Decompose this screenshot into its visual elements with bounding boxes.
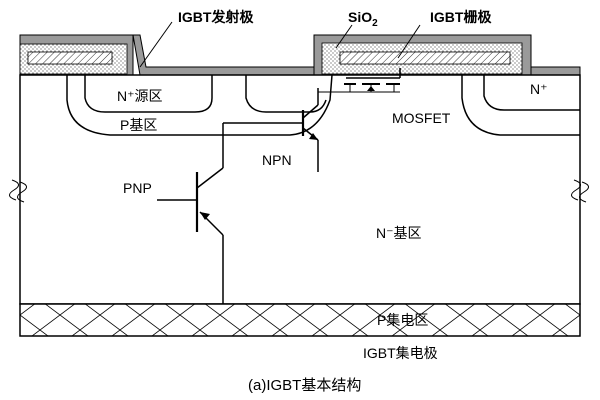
- p-collector-region: [19, 303, 581, 337]
- pnp-label: PNP: [123, 180, 152, 196]
- figure-caption: (a)IGBT基本结构: [248, 377, 361, 394]
- sio2-label: SiO2: [348, 9, 378, 29]
- break-mark-left: [9, 179, 19, 201]
- n-source-middle: [245, 75, 327, 113]
- gate-leader: [397, 24, 421, 59]
- n-plus-right-label: N⁺: [530, 81, 548, 97]
- collector-label: IGBT集电极: [363, 345, 438, 361]
- n-source-left: [84, 75, 213, 113]
- n-source-label: N⁺源区: [117, 88, 163, 104]
- npn-collector-leg: [302, 104, 319, 119]
- p-base-label: P基区: [120, 117, 157, 133]
- n-base-label: N⁻基区: [376, 225, 422, 241]
- emitter-metal-edge: [530, 66, 581, 76]
- silicon-body: [19, 74, 581, 305]
- poly-gate-left: [27, 51, 113, 65]
- emitter-leader: [139, 21, 173, 68]
- break-mark-right-2: [579, 181, 589, 203]
- pnp-emitter-arrow: [200, 212, 210, 220]
- mosfet-arrow: [367, 86, 375, 91]
- gate-label: IGBT栅极: [430, 9, 492, 25]
- emitter-label: IGBT发射极: [178, 9, 254, 25]
- p-base-right: [461, 75, 580, 136]
- mosfet-label: MOSFET: [392, 110, 451, 126]
- sio2-leader: [335, 24, 353, 49]
- p-base-left: [66, 74, 333, 136]
- break-mark-left-2: [17, 181, 27, 203]
- npn-label: NPN: [262, 152, 292, 168]
- n-source-right: [483, 75, 580, 111]
- poly-gate-right: [339, 51, 511, 65]
- break-mark-right: [571, 179, 581, 201]
- pnp-collector-leg: [196, 167, 224, 189]
- emitter-metal-contact: [132, 34, 321, 76]
- npn-emitter-arrow: [309, 133, 318, 140]
- p-collector-label: P集电区: [377, 312, 428, 328]
